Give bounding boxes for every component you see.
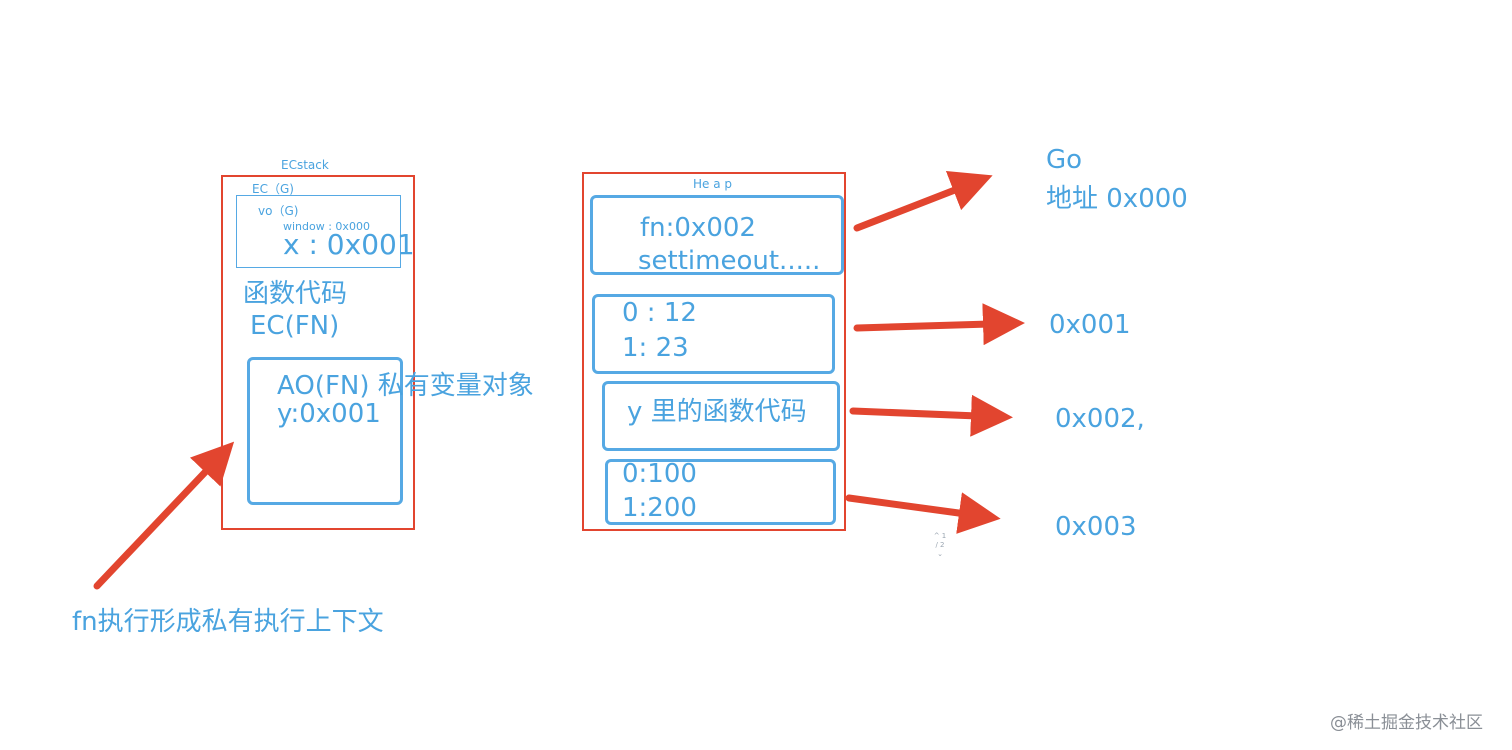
heap-title: He a p xyxy=(693,177,733,191)
heap-array1-line1: 0 : 12 xyxy=(622,298,697,328)
ao-fn-label: AO(FN) 私有变量对象 xyxy=(277,371,534,401)
vo-g-label: vo（G) xyxy=(258,204,299,218)
window-address: window : 0x000 xyxy=(283,220,370,233)
heap-fn-line2: settimeout..... xyxy=(638,246,821,276)
arrow-ycode-to-0x002 xyxy=(849,394,1013,437)
ecstack-frame xyxy=(221,175,415,530)
heap-fn-line1: fn:0x002 xyxy=(640,213,756,243)
scroll-marks: ^ 1 / 2 ⌄ xyxy=(933,532,947,558)
address-0x002: 0x002, xyxy=(1055,404,1145,434)
heap-array1-line2: 1: 23 xyxy=(622,333,689,363)
fn-code-label: 函数代码 xyxy=(243,279,348,309)
ec-fn-label: EC(FN) xyxy=(250,311,340,341)
arrow-array2-to-0x003 xyxy=(845,492,1001,534)
ao-fn-box xyxy=(247,357,403,505)
heap-array2-line1: 0:100 xyxy=(622,459,697,489)
x-address: x : 0x001 xyxy=(283,228,415,261)
address-0x003: 0x003 xyxy=(1055,512,1137,542)
ecstack-title: ECstack xyxy=(281,158,329,172)
heap-y-code-line: y 里的函数代码 xyxy=(627,397,807,427)
go-label: Go xyxy=(1046,145,1083,175)
heap-box-y-code xyxy=(602,381,840,451)
heap-box-array2 xyxy=(605,459,836,525)
watermark: @稀土掘金技术社区 xyxy=(1330,713,1483,733)
address-0x001: 0x001 xyxy=(1049,310,1131,340)
heap-box-array1 xyxy=(592,294,835,374)
arrow-fn-to-go xyxy=(853,170,993,232)
heap-box-fn xyxy=(590,195,844,275)
vo-g-box xyxy=(236,195,401,268)
ec-g-label: EC（G) xyxy=(252,182,294,196)
arrow-caption-to-ao xyxy=(93,441,235,590)
y-address: y:0x001 xyxy=(277,399,381,429)
arrow-array1-to-0x001 xyxy=(853,303,1025,346)
go-address: 地址 0x000 xyxy=(1046,184,1188,214)
caption: fn执行形成私有执行上下文 xyxy=(72,607,384,637)
heap-frame xyxy=(582,172,846,531)
heap-array2-line2: 1:200 xyxy=(622,493,697,523)
